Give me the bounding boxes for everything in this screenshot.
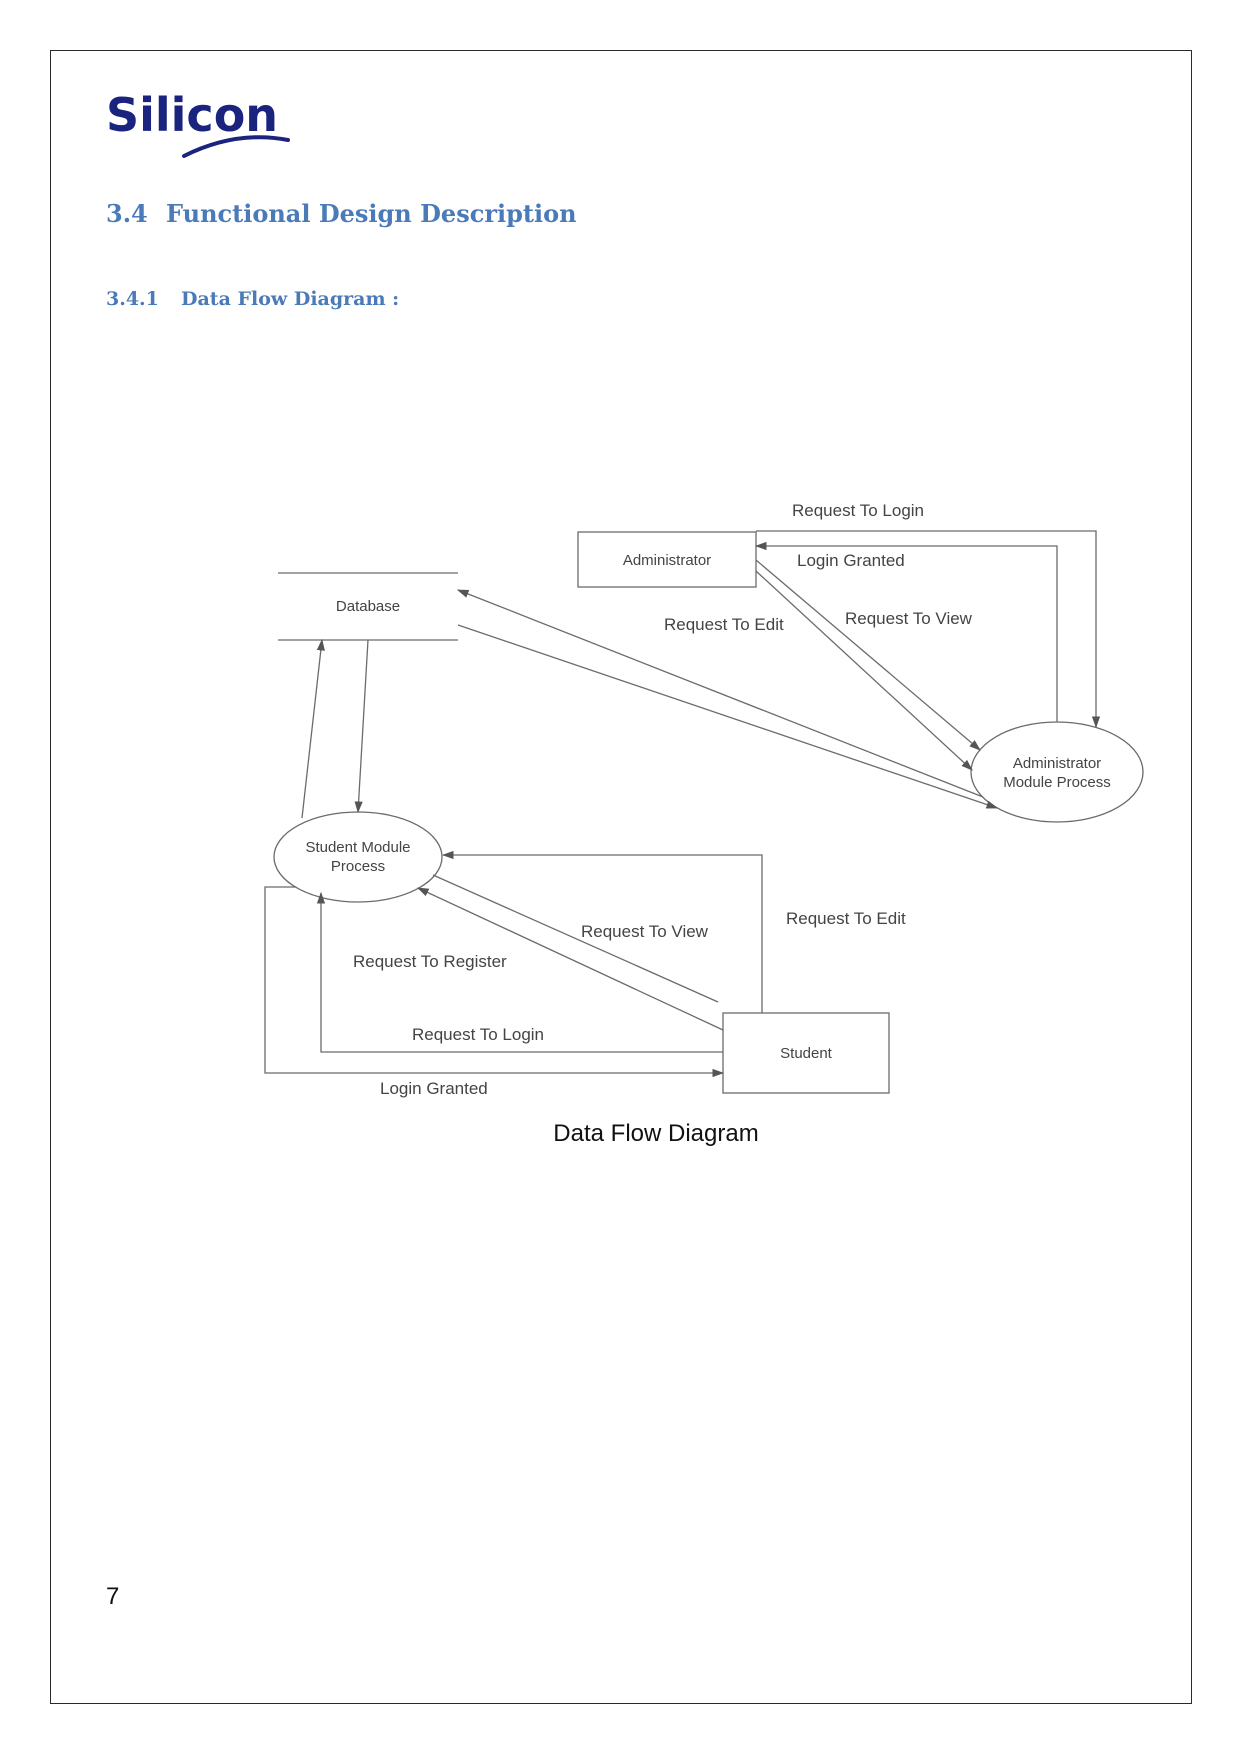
flow-student-to-database xyxy=(301,638,325,819)
admin-module-process xyxy=(970,721,1144,823)
student-process-label-2: Process xyxy=(331,858,385,875)
flow-admin-request-view xyxy=(755,559,981,751)
student-request-register-label: Request To Register xyxy=(353,952,507,971)
flow-database-to-student xyxy=(354,639,369,814)
silicon-logo: Silicon xyxy=(106,88,316,168)
database-label: Database xyxy=(336,598,400,615)
administrator-label: Administrator xyxy=(623,552,711,569)
admin-request-view-label: Request To View xyxy=(845,609,973,628)
student-module-process xyxy=(273,811,443,903)
admin-request-edit-label: Request To Edit xyxy=(664,615,784,634)
subsection-heading: 3.4.1 Data Flow Diagram : xyxy=(106,288,399,310)
flow-database-to-admin xyxy=(457,624,999,809)
flow-student-request-view xyxy=(416,887,724,1031)
admin-login-granted-label: Login Granted xyxy=(797,551,905,570)
student-request-edit-label: Request To Edit xyxy=(786,909,906,928)
subsection-number: 3.4.1 xyxy=(106,288,159,310)
student-request-login-label: Request To Login xyxy=(412,1025,544,1044)
section-heading: 3.4 Functional Design Description xyxy=(106,199,577,228)
flow-admin-request-login xyxy=(756,530,1101,729)
student-label: Student xyxy=(780,1045,833,1062)
admin-process-label-2: Module Process xyxy=(1003,774,1111,791)
flow-student-request-login xyxy=(316,891,723,1053)
student-login-granted-label: Login Granted xyxy=(380,1079,488,1098)
student-request-view-label: Request To View xyxy=(581,922,709,941)
logo-swoosh-icon xyxy=(182,135,290,158)
student-process-label-1: Student Module xyxy=(305,839,410,856)
diagram-caption: Data Flow Diagram xyxy=(553,1120,758,1147)
flow-student-request-view-2 xyxy=(432,874,719,1003)
admin-request-login-label: Request To Login xyxy=(792,501,924,520)
administrator-entity xyxy=(577,531,757,588)
flow-admin-to-database xyxy=(456,589,984,798)
flow-admin-login-granted xyxy=(754,541,1058,722)
page-border xyxy=(50,50,1192,1704)
admin-process-label-1: Administrator xyxy=(1013,755,1101,772)
subsection-title: Data Flow Diagram : xyxy=(181,288,400,310)
page-number: 7 xyxy=(106,1583,120,1610)
section-title: Functional Design Description xyxy=(166,199,577,228)
flow-student-request-edit xyxy=(441,850,763,1013)
student-entity xyxy=(722,1012,890,1094)
logo-text: Silicon xyxy=(106,88,279,142)
flow-admin-request-edit xyxy=(755,570,973,771)
section-number: 3.4 xyxy=(106,199,148,228)
flow-student-login-granted xyxy=(264,886,725,1078)
